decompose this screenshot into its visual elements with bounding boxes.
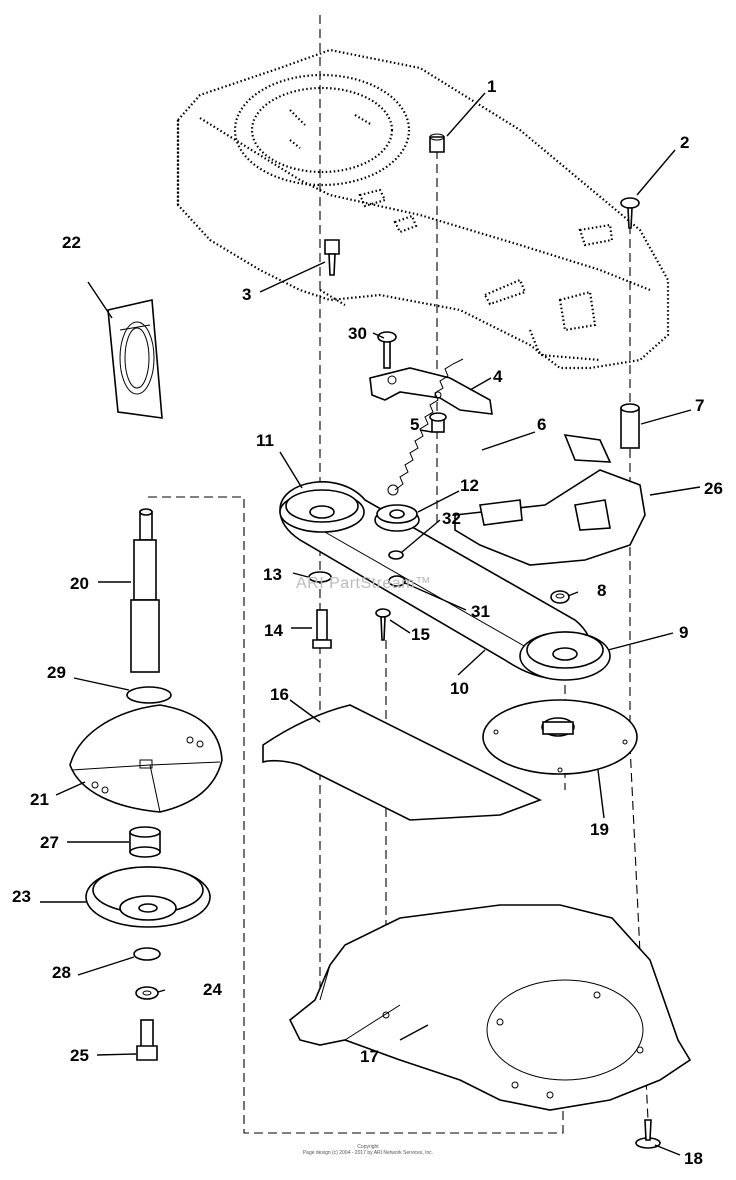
small-hardware — [308, 550, 570, 649]
callout-6: 6 — [537, 415, 546, 434]
thrust-washer — [126, 686, 172, 704]
callout-30: 30 — [348, 324, 367, 343]
impeller-fasteners — [133, 947, 161, 1061]
callout-23: 23 — [12, 887, 31, 906]
callout-9: 9 — [679, 623, 688, 642]
callout-22: 22 — [62, 233, 81, 252]
callout-17: 17 — [360, 1047, 379, 1066]
callout-8: 8 — [597, 581, 606, 600]
idler-pulley — [374, 504, 420, 532]
copyright-notice: Copyright Page design (c) 2004 - 2017 by… — [0, 1144, 736, 1156]
watermark: ARI PartStream™ — [296, 575, 432, 592]
callout-10: 10 — [450, 679, 469, 698]
housing-bolts — [324, 133, 661, 1149]
callout-11: 11 — [256, 431, 274, 450]
callout-19: 19 — [590, 820, 609, 839]
spacer-tube — [620, 403, 640, 449]
callout-29: 29 — [47, 663, 66, 682]
leader-lines — [40, 92, 701, 1156]
impeller-pulley — [85, 866, 211, 928]
copyright-line: Copyright — [357, 1144, 379, 1150]
callout-25: 25 — [70, 1046, 89, 1065]
lower-housing — [288, 904, 692, 1111]
drive-pulley — [279, 489, 365, 533]
callout-2: 2 — [680, 133, 689, 152]
belt-package — [107, 299, 163, 419]
callout-16: 16 — [270, 685, 289, 704]
callout-20: 20 — [70, 574, 89, 593]
callout-12: 12 — [460, 476, 479, 495]
belt-guide-plate — [454, 434, 646, 566]
callout-26: 26 — [704, 479, 723, 498]
callout-1: 1 — [487, 77, 496, 96]
impeller-shaft — [130, 508, 160, 673]
callout-4: 4 — [493, 367, 503, 386]
impeller-bushing — [129, 826, 161, 858]
callout-14: 14 — [264, 621, 283, 640]
engagement-bracket — [369, 331, 493, 433]
bearing-plate — [482, 699, 638, 775]
callout-32: 32 — [442, 509, 461, 528]
callout-labels: 1 2 3 4 5 6 7 8 9 10 11 12 13 14 15 16 1… — [12, 77, 723, 1168]
belt-shield — [262, 704, 542, 821]
callout-28: 28 — [52, 963, 71, 982]
impeller-paddle — [69, 704, 223, 813]
callout-18: 18 — [684, 1149, 703, 1168]
callout-31: 31 — [471, 602, 490, 621]
tension-spring — [387, 358, 464, 496]
callout-5: 5 — [410, 415, 419, 434]
callout-24: 24 — [203, 980, 222, 999]
callout-15: 15 — [411, 625, 430, 644]
callout-7: 7 — [695, 396, 704, 415]
housing-cover — [176, 48, 670, 370]
copyright-line: Page design (c) 2004 - 2017 by ARI Netwo… — [302, 1150, 434, 1156]
callout-3: 3 — [242, 285, 251, 304]
callout-13: 13 — [263, 565, 282, 584]
callout-27: 27 — [40, 833, 59, 852]
driven-pulley — [519, 631, 611, 681]
callout-21: 21 — [30, 790, 49, 809]
